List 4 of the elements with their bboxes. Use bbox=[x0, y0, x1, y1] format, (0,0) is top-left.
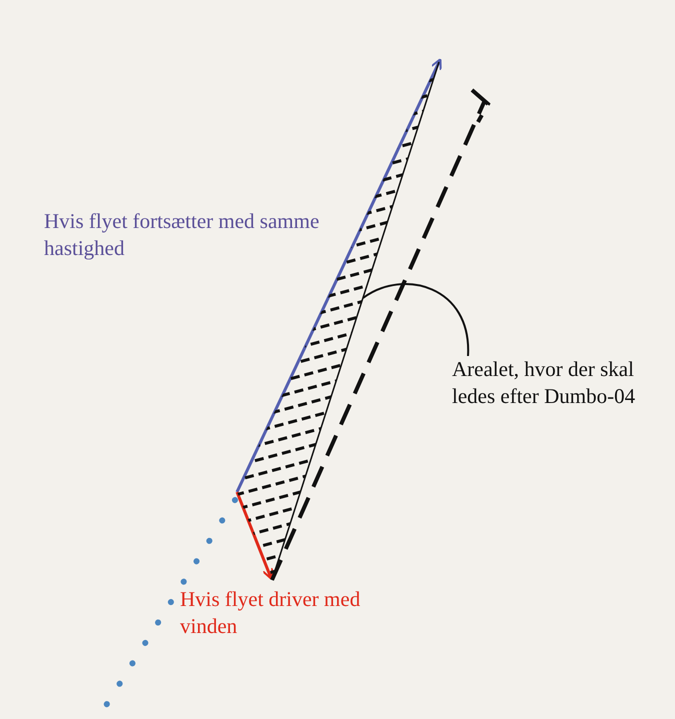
leader-line bbox=[362, 283, 469, 356]
annotation-text: Hvis flyet fortsætter med samme hastighed bbox=[44, 208, 320, 262]
annotation-text: Hvis flyet driver med vinden bbox=[180, 586, 362, 640]
callout-text: Arealet, hvor der skal ledes efter Dumbo-04 bbox=[452, 356, 662, 410]
